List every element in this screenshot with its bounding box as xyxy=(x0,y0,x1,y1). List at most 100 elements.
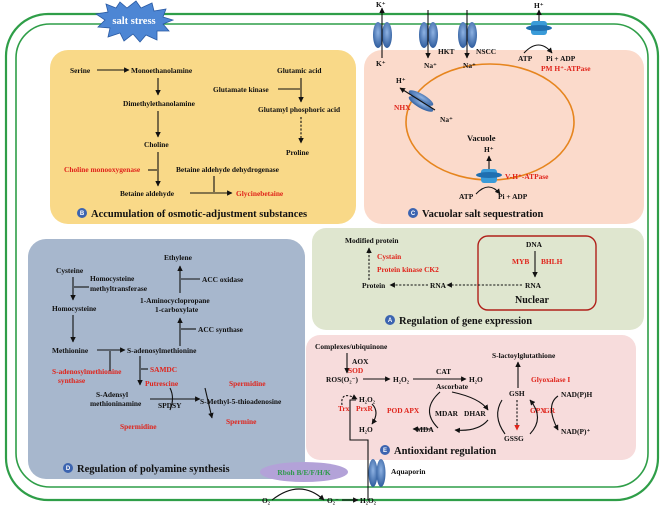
label-pm-atpase: PM H⁺-ATPase xyxy=(541,64,591,73)
node-acc-1: 1-Aminocyclopropane xyxy=(140,296,210,305)
node-glutamyl-phosphoric-acid: Glutamyl phosphoric acid xyxy=(258,105,341,114)
node-ascorbate: Ascorbate xyxy=(436,382,469,391)
label-nscc: NSCC xyxy=(476,47,496,56)
label-hkt: HKT xyxy=(438,47,454,56)
dashed-arrow xyxy=(341,394,358,406)
node-spermidine-2: Spermidine xyxy=(120,422,157,431)
badge-b-label: B xyxy=(80,211,85,217)
cycle xyxy=(428,391,441,429)
salt-stress-badge: salt stress xyxy=(94,0,175,43)
node-s-lactoylglutathione: S-lactoylglutathione xyxy=(492,351,556,360)
node-protein: Protein xyxy=(362,281,385,290)
arrow xyxy=(204,387,214,419)
antioxidant-pathway: Complexes/ubiquinone AOX ROS(O₂⁻) SOD H₂… xyxy=(315,342,592,457)
enzyme-glutamate-kinase: Glutamate kinase xyxy=(213,85,269,94)
node-gsh: GSH xyxy=(509,389,525,398)
label-h-plus-2: H⁺ xyxy=(484,145,494,154)
cell-membrane-inner xyxy=(15,23,649,488)
node-nadp: NAD(P)⁺ xyxy=(561,427,590,436)
label-k-bottom: K⁺ xyxy=(376,59,386,68)
label-na-1: Na⁺ xyxy=(424,61,437,70)
label-atp: ATP xyxy=(459,192,474,201)
osmotic-pathway: Serine Monoethanolamine Dimethylethanola… xyxy=(64,66,341,220)
aquaporin-channel xyxy=(368,459,386,487)
panel-osmotic-title: Accumulation of osmotic-adjustment subst… xyxy=(91,209,307,220)
arrow xyxy=(523,44,553,54)
node-o2-minus: O₂⁻ xyxy=(327,496,339,505)
badge-b xyxy=(77,208,87,218)
nhx-transporter xyxy=(408,90,434,112)
panel-vacuole xyxy=(364,50,644,224)
label-bhlh: BHLH xyxy=(541,257,563,266)
label-vacuole: Vacuole xyxy=(467,133,496,143)
label-h-plus: H⁺ xyxy=(396,76,406,85)
rboh-enzyme xyxy=(260,462,348,482)
badge-d xyxy=(63,463,73,473)
node-cysteine: Cysteine xyxy=(56,266,84,275)
enzyme-cat: CAT xyxy=(436,367,451,376)
node-ros: ROS(O₂⁻) xyxy=(326,375,359,384)
cycle xyxy=(451,391,489,411)
node-modified-protein: Modified protein xyxy=(345,236,398,245)
enzyme-acc-oxidase: ACC oxidase xyxy=(202,275,244,284)
node-acc-2: 1-carboxylate xyxy=(155,305,199,314)
enzyme-mdar: MDAR xyxy=(435,409,459,418)
node-spermidine-1: Spermidine xyxy=(229,379,266,388)
enzyme-pod-apx: POD APX xyxy=(387,406,420,415)
node-o2: O₂ xyxy=(262,496,271,505)
label-pi-adp: Pi + ADP xyxy=(498,192,528,201)
node-s-adensyl-1: S-Adensyl xyxy=(96,390,128,399)
nucleus-box xyxy=(477,235,597,311)
k-channel xyxy=(373,22,392,48)
cycle xyxy=(550,395,559,431)
label-aquaporin: Aquaporin xyxy=(391,467,426,476)
node-glutamic-acid: Glutamic acid xyxy=(277,66,322,75)
enzyme-betaine-aldehyde-dehydrogenase: Betaine aldehyde dehydrogenase xyxy=(176,165,280,174)
gene-pathway: Modified protein Cystain Protein kinase … xyxy=(345,236,563,327)
enzyme-sams-2: synthase xyxy=(58,376,86,385)
label-rboh: Rboh B/E/F/H/K xyxy=(277,468,330,477)
polyamine-pathway: Ethylene ACC oxidase Cysteine Homocystei… xyxy=(52,253,282,475)
node-dimethylethanolamine: Dimethylethanolamine xyxy=(123,99,196,108)
enzyme-spdsy: SPDSY xyxy=(158,401,182,410)
enzyme-gr: GR xyxy=(544,406,556,415)
badge-e-label: E xyxy=(383,448,387,454)
h2o2-export-line xyxy=(349,399,369,500)
node-complexes-ubiquinone: Complexes/ubiquinone xyxy=(315,342,388,351)
node-h2o-b: H₂O xyxy=(359,425,373,434)
node-glycinebetaine: Glycinebetaine xyxy=(236,189,284,198)
label-top-atp: ATP xyxy=(518,54,533,63)
curve xyxy=(169,387,174,411)
enzyme-homocysteine-mt-1: Homocysteine xyxy=(90,274,135,283)
panel-vacuole-title: Vacuolar salt sequestration xyxy=(422,209,544,220)
label-cystain: Cystain xyxy=(377,252,401,261)
enzyme-homocysteine-mt-2: methyltransferase xyxy=(90,284,148,293)
node-monoethanolamine: Monoethanolamine xyxy=(131,66,193,75)
hkt-channel xyxy=(419,22,438,48)
enzyme-prxr: PrxR xyxy=(356,404,373,413)
node-rna-cytoplasm: RNA xyxy=(430,281,447,290)
badge-a-label: A xyxy=(388,318,393,324)
label-top-pi-adp: Pi + ADP xyxy=(546,54,576,63)
label-v-atpase: V-H⁺-ATPase xyxy=(505,172,549,181)
label-na-2: Na⁺ xyxy=(463,61,476,70)
panel-gene-title: Regulation of gene expression xyxy=(399,316,532,327)
panel-osmotic xyxy=(50,50,356,224)
label-myb: MYB xyxy=(512,257,529,266)
node-methionine: Methionine xyxy=(52,346,89,355)
enzyme-sod: SOD xyxy=(348,366,363,375)
cycle xyxy=(497,399,506,435)
arrow xyxy=(271,488,325,501)
node-dna: DNA xyxy=(526,240,543,249)
cycle xyxy=(529,399,539,435)
badge-d-label: D xyxy=(66,466,71,472)
enzyme-glyoxalase: Glyoxalase I xyxy=(531,375,570,384)
nscc-channel xyxy=(458,22,477,48)
v-atpase-ring xyxy=(476,172,502,178)
enzyme-acc-synthase: ACC synthase xyxy=(198,325,244,334)
node-rna-nuclear: RNA xyxy=(525,281,542,290)
label-protein-kinase-ck2: Protein kinase CK2 xyxy=(377,265,439,274)
node-spermine: Spermine xyxy=(226,417,257,426)
bottom-section: Rboh B/E/F/H/K Aquaporin O₂ O₂⁻ H₂O₂ xyxy=(260,459,426,505)
